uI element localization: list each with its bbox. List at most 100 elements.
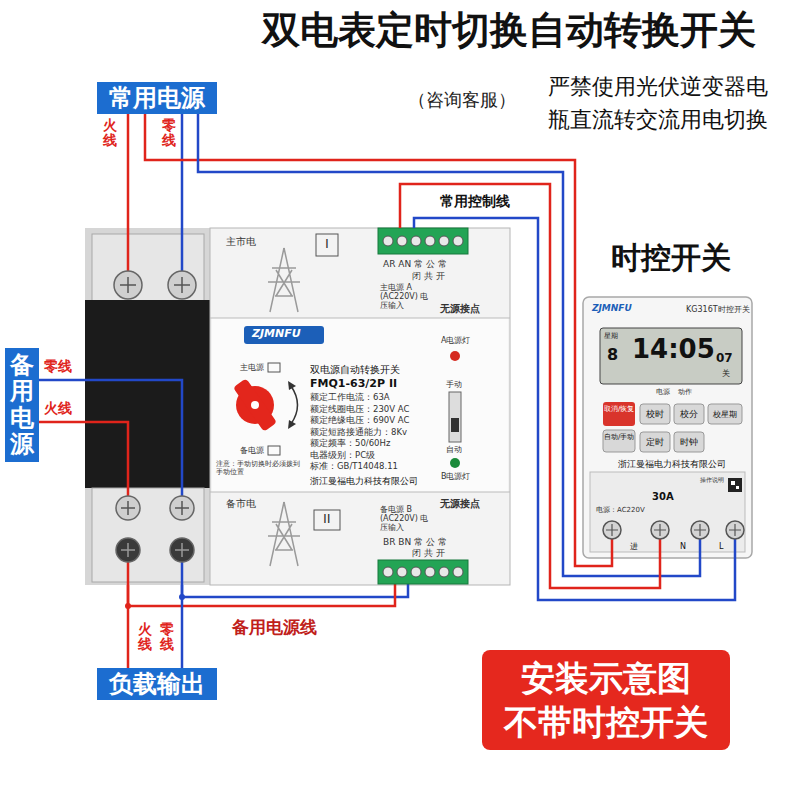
text-label: 备市电 [226, 498, 256, 510]
backup-source-box: 备用电源 [5, 348, 39, 462]
text-label: 标准：GB/T14048.11 [310, 462, 398, 472]
panel-details [439, 567, 449, 577]
text-label: II [323, 512, 331, 527]
text-label: 零线 [160, 622, 174, 653]
time-switch-terminals [659, 539, 662, 558]
text-label: 额定短路接通能力：8Kv [310, 428, 407, 438]
panel-details [425, 567, 435, 577]
text-label: 操作说明 [700, 477, 724, 484]
panel-details [453, 236, 463, 246]
wire [127, 114, 130, 228]
wire [39, 421, 85, 424]
text-label: 无源接点 [440, 303, 480, 315]
rotary-knob [288, 420, 296, 429]
panel-details [451, 418, 459, 432]
text-label: 时钟 [680, 437, 698, 447]
text-label: 闭 共 开 [412, 548, 445, 558]
text-label: 校时 [646, 409, 664, 419]
text-label: 30A [652, 491, 674, 503]
transfer-switch-body [210, 492, 510, 493]
text-label: 浙江曼福电力科技有限公司 [618, 459, 726, 469]
transfer-switch-body [85, 228, 510, 585]
transfer-switch-body [92, 234, 204, 304]
text-label: 火线 [138, 622, 152, 653]
text-label: 严禁使用光伏逆变器电瓶直流转交流用电切换 [548, 70, 780, 136]
text-label: 零线 [44, 358, 72, 374]
text-label: A电源灯 [441, 336, 470, 345]
terminal-screws [121, 543, 189, 557]
switch-wire-stubs [85, 380, 182, 508]
text-label: FMQ1-63/2P II [310, 378, 397, 391]
panel-details [425, 236, 435, 246]
text-label: 动作 [678, 388, 692, 396]
text-label: N [680, 542, 686, 551]
note-box: 安装示意图不带时控开关 [482, 650, 730, 750]
switch-wire-stubs [85, 422, 128, 508]
text-label: BR BN 常 公 常 [383, 537, 447, 547]
panel-details [439, 236, 449, 246]
time-switch-body [674, 432, 704, 452]
text-label: （咨询客服） [408, 90, 516, 111]
node-text: 双电源自动转换开关 [310, 364, 400, 375]
time-switch-terminals [603, 521, 744, 539]
node-text: 负载输出 [109, 670, 205, 698]
time-switch-terminals [734, 539, 737, 558]
time-switch-terminals [699, 539, 702, 558]
text-label: 备电源 B (AC220V) 电压输入 [380, 505, 436, 533]
text-label: 取消/恢复 [604, 405, 635, 413]
rotary-knob [233, 378, 298, 431]
rotary-knob [291, 386, 298, 424]
text-label: 电器级别：PC级 [310, 451, 375, 461]
panel-details [383, 236, 393, 246]
rotary-knob [251, 401, 259, 409]
time-switch-body [640, 404, 670, 424]
text-label: 常用控制线 [440, 193, 510, 209]
panel-details [383, 567, 393, 577]
text-label: 主电源 A (AC220V) 电压输入 [380, 283, 436, 311]
text-label: I [325, 237, 329, 252]
transfer-switch-body [85, 228, 211, 585]
text-label: 07 [716, 352, 733, 366]
transfer-switch-body [85, 300, 211, 488]
rotary-knob [288, 381, 296, 390]
time-switch-terminals [603, 521, 744, 558]
node-text: 常用电源 [109, 84, 205, 112]
wire [181, 114, 184, 228]
wire [127, 585, 130, 668]
time-switch-body [583, 297, 752, 558]
panel-details [314, 510, 340, 530]
text-label: ZJMNFU [592, 303, 632, 313]
wire [145, 114, 612, 566]
panel-details [268, 446, 280, 455]
text-label: 备用电源线 [232, 618, 317, 638]
text-label: KG316T时控开关 [686, 305, 750, 314]
text-label: 主市电 [226, 236, 256, 248]
node-text: 安装示意图 [504, 656, 708, 700]
panel-details [397, 567, 407, 577]
panel-details [268, 363, 280, 372]
node-text: 不带时控开关 [504, 700, 708, 744]
panel-details [316, 234, 338, 256]
text-label: 额定频率：50/60Hz [310, 439, 390, 449]
diagram-title: 双电表定时切换自动转换开关 [262, 10, 756, 52]
panel-details [450, 351, 460, 361]
text-label: B电源灯 [441, 472, 471, 481]
text-label: 闭 共 开 [412, 271, 445, 281]
text-label: 额定绝缘电压：690V AC [310, 416, 409, 426]
panel-details [397, 236, 407, 246]
time-switch-terminals [606, 524, 741, 536]
text-label: 额定工作电流：63A [310, 393, 390, 403]
tower-icon [268, 502, 300, 566]
text-label: ZJMNFU [252, 328, 301, 341]
rotary-knob [233, 378, 277, 431]
wire [181, 585, 184, 668]
text-label: 电源 [656, 388, 670, 396]
panel-details [411, 567, 421, 577]
text-label: L [719, 542, 723, 551]
panel-details [378, 560, 468, 584]
transfer-switch: 双电源自动转换开关 [85, 228, 510, 585]
transfer-switch-body [92, 488, 204, 582]
node-text: 时控开关 [611, 241, 731, 276]
time-switch-body [708, 404, 742, 424]
